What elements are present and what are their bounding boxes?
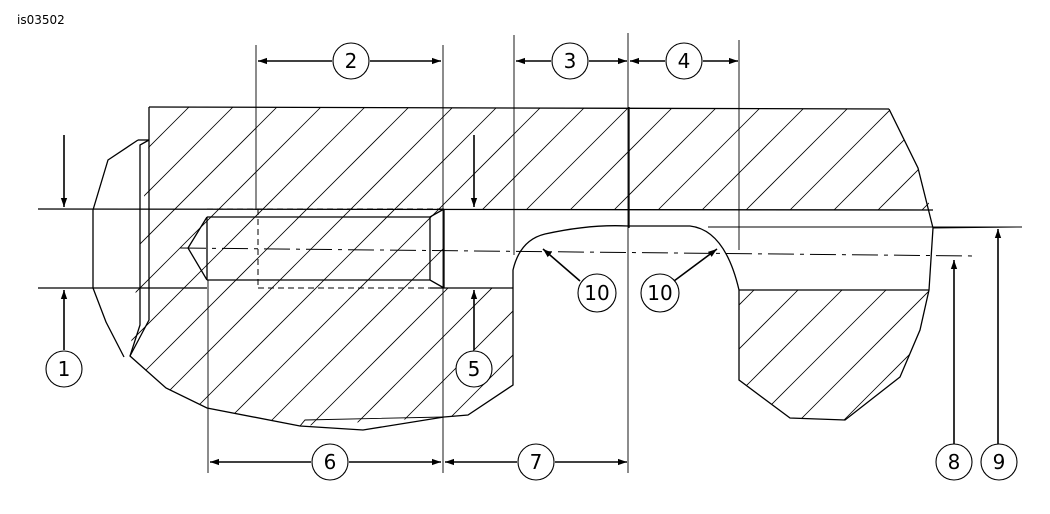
extension-lines bbox=[207, 33, 740, 473]
hatch-line bbox=[130, 107, 305, 426]
hatch-line bbox=[130, 107, 261, 426]
svg-text:7: 7 bbox=[530, 450, 543, 474]
svg-text:3: 3 bbox=[564, 49, 577, 73]
svg-text:8: 8 bbox=[948, 450, 961, 474]
callout-9: 9 bbox=[980, 443, 1018, 481]
callout-10-left: 10 bbox=[577, 273, 617, 313]
hatch-line bbox=[130, 107, 569, 426]
hatch-line bbox=[699, 107, 931, 426]
svg-text:2: 2 bbox=[345, 49, 358, 73]
hatch-line bbox=[655, 107, 931, 426]
hatch-line bbox=[347, 107, 789, 426]
svg-text:1: 1 bbox=[58, 357, 71, 381]
hatch-line bbox=[259, 107, 701, 426]
hatch-line bbox=[567, 107, 931, 426]
svg-text:10: 10 bbox=[647, 281, 672, 305]
callout-7: 7 bbox=[517, 443, 555, 481]
hatch-line bbox=[919, 107, 931, 426]
hatch-line bbox=[130, 107, 217, 426]
callout-10-right: 10 bbox=[640, 273, 680, 313]
dimension-arrows bbox=[60, 57, 1002, 466]
hatch-line bbox=[0, 80, 40, 514]
callout-6: 6 bbox=[311, 443, 349, 481]
hatch-line bbox=[215, 107, 657, 426]
hatch-line bbox=[0, 80, 84, 514]
part-outline bbox=[37, 106, 1023, 431]
hatch-line bbox=[130, 107, 349, 426]
figure-id: is03502 bbox=[17, 13, 65, 27]
callout-4: 4 bbox=[665, 42, 703, 80]
svg-text:9: 9 bbox=[993, 450, 1006, 474]
hatch-line bbox=[523, 107, 931, 426]
callout-1: 1 bbox=[45, 350, 83, 388]
svg-text:10: 10 bbox=[584, 281, 609, 305]
svg-text:5: 5 bbox=[468, 357, 481, 381]
callout-8: 8 bbox=[935, 443, 973, 481]
hatch-line bbox=[1008, 80, 1050, 514]
hatch-line bbox=[130, 107, 437, 426]
hatch-line bbox=[130, 107, 173, 426]
hatch-line bbox=[130, 107, 393, 426]
callout-5: 5 bbox=[455, 350, 493, 388]
hatch-line bbox=[171, 107, 613, 426]
callout-3: 3 bbox=[551, 42, 589, 80]
callout-2: 2 bbox=[332, 42, 370, 80]
section-hatching bbox=[0, 80, 1050, 514]
hatch-line bbox=[611, 107, 931, 426]
hatch-line bbox=[130, 107, 525, 426]
hatch-line bbox=[130, 107, 481, 426]
svg-text:4: 4 bbox=[678, 49, 691, 73]
svg-text:6: 6 bbox=[324, 450, 337, 474]
